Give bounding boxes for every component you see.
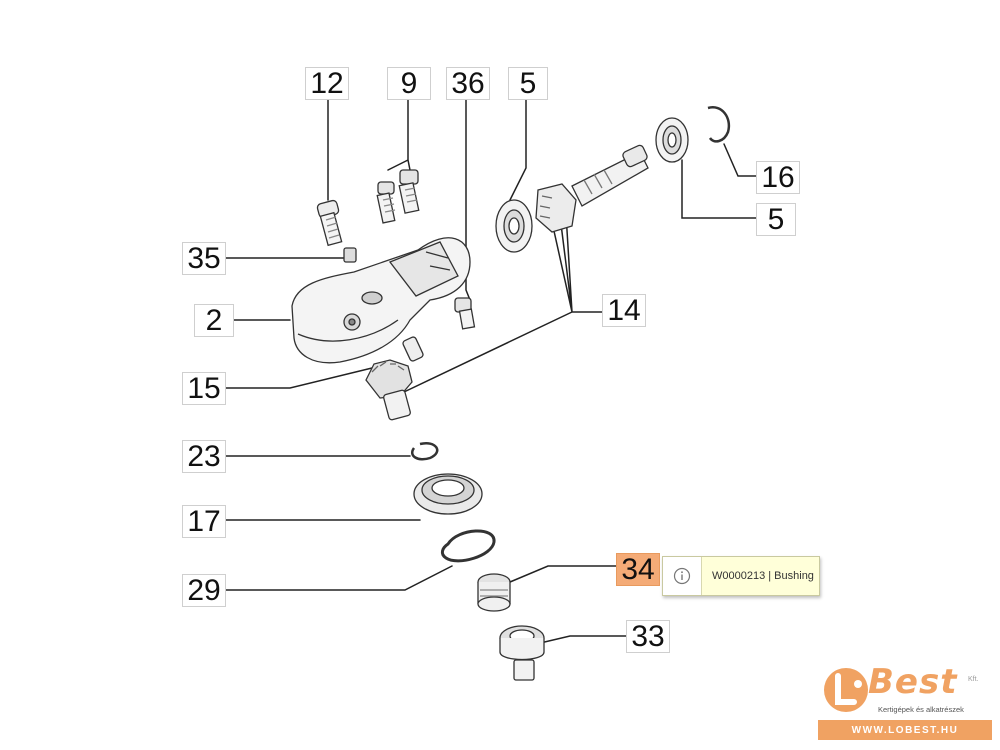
bushing-33 [499,625,545,681]
callout-5-top[interactable]: 5 [508,67,548,100]
screws-9 [376,169,420,224]
callout-33[interactable]: 33 [626,620,670,653]
logo-mark-icon [824,668,868,712]
callout-36[interactable]: 36 [446,67,490,100]
gear-housing-2 [291,237,471,364]
callout-23[interactable]: 23 [182,440,226,473]
logo-tagline: Kertigépek és alkatrészek [878,705,964,714]
bearing-5a [495,199,533,253]
callout-15[interactable]: 15 [182,372,226,405]
bearing-5b [655,117,689,163]
bevel-gear-15 [365,359,413,421]
info-icon [663,557,702,595]
logo-suffix: Kft. [968,676,979,683]
callout-12[interactable]: 12 [305,67,349,100]
screw-36 [454,297,476,330]
circlip-16 [707,106,731,143]
callout-9[interactable]: 9 [387,67,431,100]
leader-5b [681,159,759,219]
leader-29 [221,565,453,591]
leader-36 [465,97,471,301]
logo-url-bar[interactable]: WWW.LOBEST.HU [818,720,992,740]
bearing-17 [413,473,483,515]
callout-16[interactable]: 16 [756,161,800,194]
leader-34 [509,565,619,583]
bushing-34 [477,573,511,612]
callout-14[interactable]: 14 [602,294,646,327]
callout-17[interactable]: 17 [182,505,226,538]
callout-34[interactable]: 34 [616,553,660,586]
logo-brand: Best [868,662,958,702]
company-logo[interactable]: Best Kft. Kertigépek és alkatrészek WWW.… [818,662,992,744]
tooltip-text: W0000213 | Bushing [712,570,814,582]
leader-16 [723,143,759,177]
bevel-gear-14 [535,144,649,233]
leader-9 [387,97,411,171]
part-tooltip: W0000213 | Bushing [662,556,820,596]
callout-29[interactable]: 29 [182,574,226,607]
screw-12 [316,199,343,247]
ring-29 [440,529,496,563]
leader-5a [509,97,527,201]
callout-5-right[interactable]: 5 [756,203,796,236]
circlip-23 [411,441,439,461]
pin-35 [343,247,357,263]
leader-15 [221,367,373,389]
leader-33 [535,635,629,645]
leader-14 [403,213,606,393]
callout-35[interactable]: 35 [182,242,226,275]
pin-15b [402,336,424,362]
callout-2[interactable]: 2 [194,304,234,337]
